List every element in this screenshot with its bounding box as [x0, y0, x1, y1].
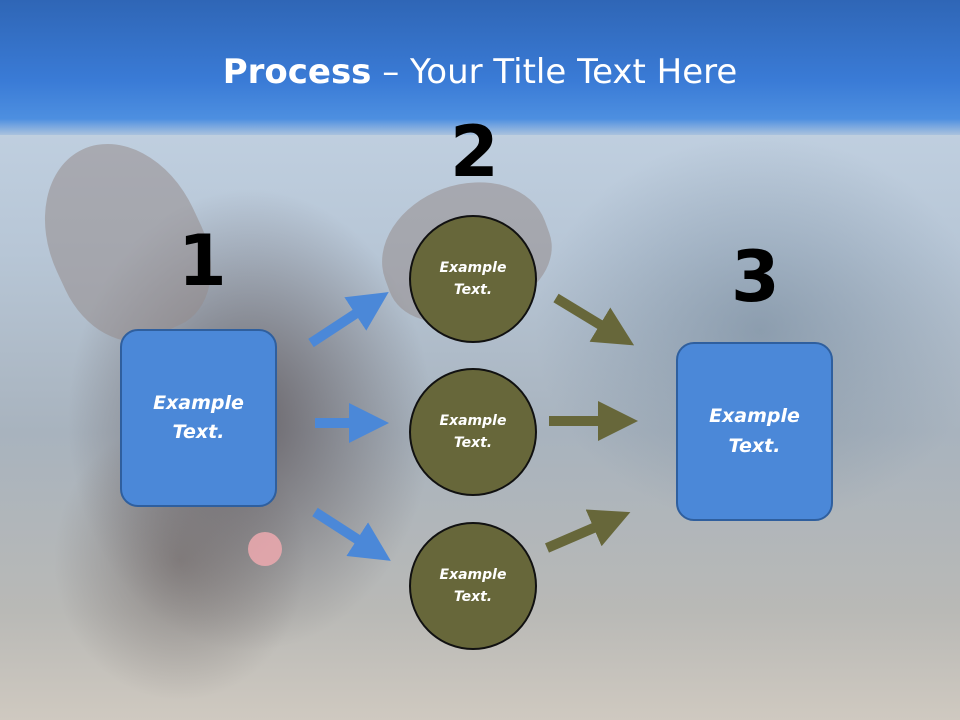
title-bold: Process [222, 52, 372, 92]
circle-middle: Example Text. [409, 368, 537, 496]
arrow-blue-down [312, 507, 391, 561]
step-number-3: 3 [731, 236, 780, 318]
kangaroo-tongue [248, 532, 282, 566]
arrow-olive-down [553, 293, 635, 346]
circle-top: Example Text. [409, 215, 537, 343]
slide-title: Process – Your Title Text Here [0, 52, 960, 92]
right-box: Example Text. [676, 342, 833, 521]
left-box: Example Text. [120, 329, 277, 507]
arrow-olive-up [545, 509, 631, 553]
title-rest: – Your Title Text Here [371, 52, 738, 92]
circle-bottom: Example Text. [409, 522, 537, 650]
left-box-text: Example Text. [153, 391, 244, 443]
step-number-2: 2 [450, 111, 499, 193]
step-number-1: 1 [178, 220, 227, 302]
right-box-text: Example Text. [709, 405, 800, 457]
circle-top-text: Example Text. [439, 259, 507, 298]
circle-middle-text: Example Text. [439, 412, 507, 451]
circle-bottom-text: Example Text. [439, 566, 507, 605]
arrow-blue-up [308, 292, 389, 348]
header-band [0, 0, 960, 135]
